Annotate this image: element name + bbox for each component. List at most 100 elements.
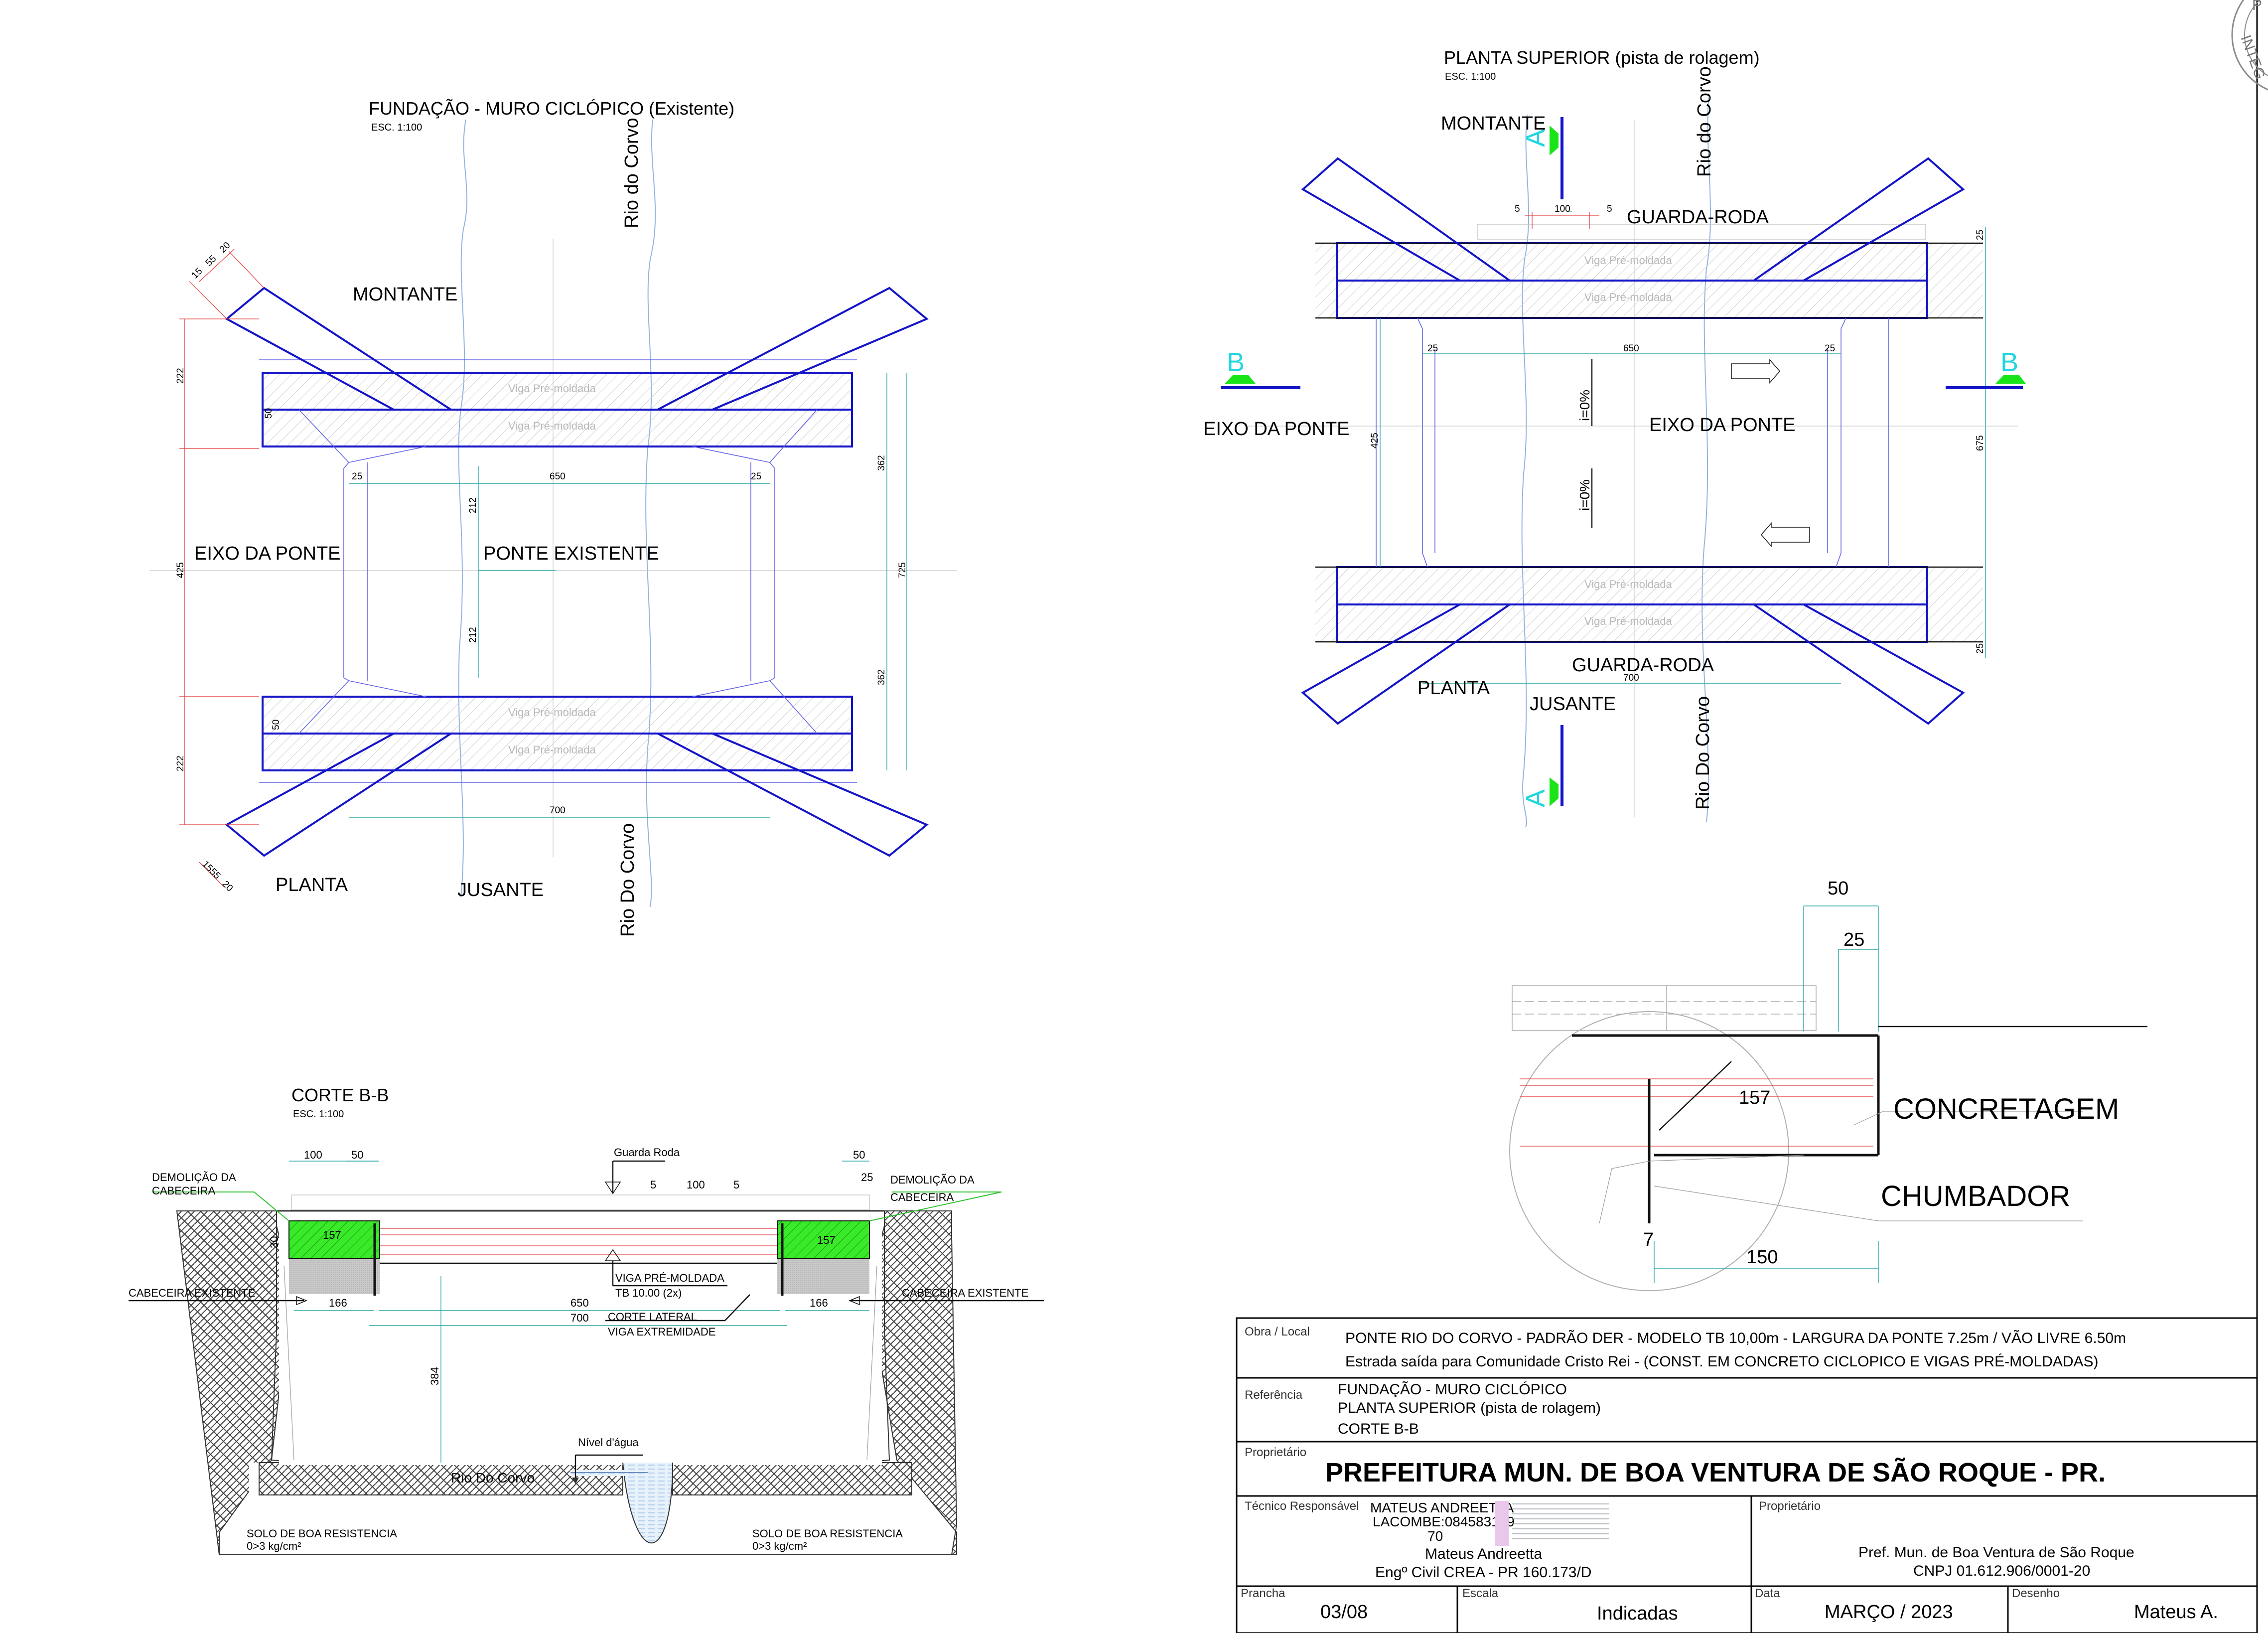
corte-dim-157: 157: [323, 1229, 341, 1241]
prancha-label: Prancha: [1241, 1587, 1285, 1600]
detail-dim-25: 25: [1843, 929, 1864, 950]
cabeceira-existente-right: CABECEIRA EXISTENTE: [902, 1287, 1028, 1299]
fundacao-title: FUNDAÇÃO - MURO CICLÓPICO (Existente): [369, 98, 734, 119]
dim-212: 212: [468, 497, 478, 513]
dim-362: 362: [876, 455, 887, 471]
base-left: [259, 1462, 623, 1495]
rio-label: Rio Do Corvo: [451, 1470, 535, 1485]
detail-guard-outline: [1512, 985, 1817, 1031]
dim-100: 100: [1555, 204, 1570, 214]
section-bb: CORTE B-B ESC. 1:100: [129, 1085, 1044, 1555]
stamp-text: P: [2252, 0, 2262, 13]
demolicao-label-right: DEMOLIÇÃO DA: [890, 1174, 975, 1186]
detail-dim-150: 150: [1746, 1247, 1778, 1268]
abutments: [1376, 317, 1889, 568]
corte-scale: ESC. 1:100: [293, 1109, 344, 1120]
desenho-value: Mateus A.: [2134, 1602, 2218, 1623]
dim-25: 25: [1825, 343, 1835, 354]
corte-markers: [296, 1160, 860, 1478]
wing-walls: [225, 287, 929, 857]
viga-label: Viga Pré-moldada: [1584, 578, 1672, 591]
planta-label: PLANTA: [276, 875, 348, 895]
detail-chumbador: 50 25 157 7 150 CONCRETAGEM CHUMBADOR: [1509, 878, 2147, 1291]
demolition-left: [288, 1220, 380, 1259]
dim-362: 362: [876, 669, 887, 685]
corte-dim-100: 100: [304, 1149, 322, 1161]
planta-superior-plan: PLANTA SUPERIOR (pista de rolagem) ESC. …: [1203, 47, 2026, 828]
viga-label: Viga Pré-moldada: [508, 382, 596, 395]
dim-50: 50: [264, 408, 274, 419]
referencia-line3: CORTE B-B: [1338, 1421, 1419, 1437]
proprietario-label: Proprietário: [1245, 1446, 1306, 1459]
eixo-label: EIXO DA PONTE: [1649, 415, 1796, 436]
detail-ground: [1649, 1155, 1804, 1162]
fundacao-plan: FUNDAÇÃO - MURO CICLÓPICO (Existente) ES…: [149, 98, 957, 937]
planta-label: PLANTA: [1418, 678, 1490, 699]
detail-dim-7: 7: [1643, 1229, 1654, 1250]
river-name-bottom: Rio Do Corvo: [1693, 696, 1713, 810]
dim-5: 5: [1515, 204, 1520, 214]
viga-extremidade-label: VIGA EXTREMIDADE: [608, 1326, 715, 1338]
dim-700: 700: [550, 805, 566, 816]
stamp-text: INTEG: [2237, 33, 2268, 81]
title-block-frame: [1236, 1317, 2258, 1633]
guarda-roda-top: [1477, 224, 1926, 240]
corte-dim-157: 157: [817, 1234, 836, 1246]
detail-ground: [1599, 1161, 1650, 1224]
obra-label: Obra / Local: [1245, 1325, 1310, 1338]
cnpj: CNPJ 01.612.906/0001-20: [1913, 1563, 2090, 1579]
dim-650: 650: [550, 471, 566, 482]
slope-markers: [1591, 358, 1810, 548]
signature-line2: LACOMBE:084583109: [1373, 1514, 1515, 1529]
dim-25: 25: [352, 471, 362, 482]
section-b-right: [1946, 375, 2026, 389]
referencia-line1: FUNDAÇÃO - MURO CICLÓPICO: [1338, 1381, 1567, 1398]
dim-25: 25: [751, 471, 761, 482]
signature-line1: MATEUS ANDREETTA: [1370, 1500, 1514, 1515]
obra-line1: PONTE RIO DO CORVO - PADRÃO DER - MODELO…: [1345, 1330, 2126, 1346]
wing-walls: [1301, 157, 1965, 725]
dim-650: 650: [1623, 343, 1639, 354]
ponte-existente-label: PONTE EXISTENTE: [483, 543, 659, 564]
viga-label: Viga Pré-moldada: [508, 706, 596, 719]
corte-dims: [289, 1161, 869, 1463]
proprietario2-label: Proprietário: [1759, 1499, 1821, 1513]
river-line-right: [645, 119, 656, 907]
detail-circle: [1509, 1011, 1789, 1291]
data-label: Data: [1755, 1587, 1780, 1600]
deck-rebar: [379, 1228, 780, 1255]
dim-20: 20: [220, 879, 235, 894]
corte-dim-50: 50: [853, 1149, 865, 1161]
section-a-letter: A: [1521, 129, 1551, 147]
river-line-left: [458, 119, 468, 897]
dim-50: 50: [271, 720, 282, 730]
dim-725: 725: [897, 562, 908, 578]
solo-kg-left: 0>3 kg/cm²: [247, 1540, 301, 1552]
slope-label: i=0%: [1577, 479, 1592, 511]
dim-425: 425: [1370, 433, 1380, 448]
guarda-roda-label: GUARDA-RODA: [1572, 655, 1714, 676]
detail-dim-50: 50: [1828, 878, 1848, 899]
river-line-left: [1521, 114, 1529, 828]
section-b-letter: B: [1227, 347, 1245, 377]
corte-dim-384: 384: [428, 1367, 441, 1385]
river-name-bottom: Rio Do Corvo: [617, 823, 638, 937]
jusante-label: JUSANTE: [457, 880, 544, 900]
eixo-label: EIXO DA PONTE: [194, 543, 341, 564]
leader-157: [1659, 1061, 1732, 1131]
concretagem-label: CONCRETAGEM: [1893, 1093, 2119, 1125]
guard-rail: [291, 1194, 870, 1210]
solo-label-left: SOLO DE BOA RESISTENCIA: [247, 1527, 397, 1540]
superior-title: PLANTA SUPERIOR (pista de rolagem): [1444, 47, 1760, 68]
detail-dim-157: 157: [1739, 1087, 1770, 1108]
river-name-top: Rio do Corvo: [621, 118, 642, 228]
obra-line2: Estrada saída para Comunidade Cristo Rei…: [1345, 1353, 2099, 1370]
section-a-bottom: [1550, 725, 1563, 806]
dim-212: 212: [468, 627, 478, 643]
engineer-crea: Engº Civil CREA - PR 160.173/D: [1375, 1564, 1591, 1581]
owner-name: PREFEITURA MUN. DE BOA VENTURA DE SÃO RO…: [1325, 1458, 2106, 1487]
tecnico-label: Técnico Responsável: [1245, 1499, 1359, 1513]
river-name-top: Rio do Corvo: [1694, 66, 1715, 177]
water-mark: [572, 1478, 579, 1484]
